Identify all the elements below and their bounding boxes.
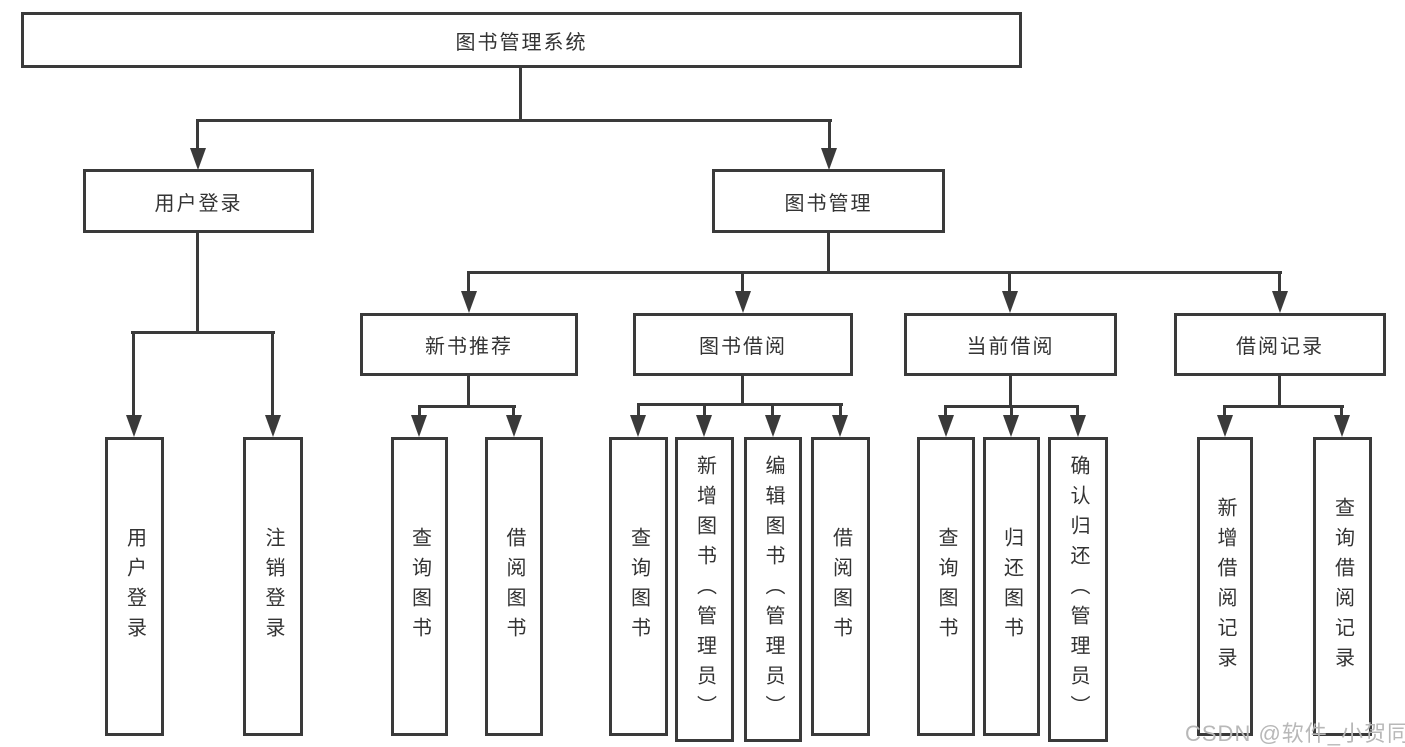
connector-arrowhead (190, 148, 206, 170)
leaf-query-books-current: 查询图书 (917, 437, 975, 736)
connector-line (271, 331, 274, 417)
leaf-return-books: 归还图书 (983, 437, 1040, 736)
connector-line (703, 403, 706, 418)
connector-line (771, 403, 774, 418)
connector-line (196, 119, 199, 152)
connector-arrowhead (696, 415, 712, 437)
connector-line (1009, 376, 1012, 408)
connector-arrowhead (765, 415, 781, 437)
leaf-label: 借阅图书 (503, 526, 525, 647)
leaf-query-books-borrow: 查询图书 (609, 437, 668, 736)
leaf-user-login: 用户登录 (105, 437, 164, 736)
connector-arrowhead (1003, 415, 1019, 437)
leaf-edit-books-admin: 编辑图书（管理员） (744, 437, 802, 742)
connector-arrowhead (265, 415, 281, 437)
node-library-management-system: 图书管理系统 (21, 12, 1022, 68)
leaf-label: 查询图书 (627, 526, 650, 647)
connector-line (467, 271, 1282, 274)
node-label: 用户登录 (154, 192, 243, 215)
node-label: 图书管理系统 (455, 31, 588, 54)
connector-line (1223, 405, 1344, 408)
node-book-management: 图书管理 (712, 169, 945, 233)
connector-arrowhead (1070, 415, 1086, 437)
node-label: 图书管理 (784, 192, 873, 215)
connector-line (839, 403, 842, 418)
connector-line (418, 405, 421, 419)
connector-arrowhead (832, 415, 848, 437)
leaf-add-books-admin: 新增图书（管理员） (675, 437, 734, 742)
watermark: CSDN @软件_小贺同学 (1185, 721, 1405, 746)
leaf-query-books-recommend: 查询图书 (391, 437, 448, 736)
connector-line (741, 271, 744, 294)
leaf-label: 新增图书（管理员） (693, 454, 716, 725)
connector-arrowhead (461, 291, 477, 313)
connector-line (131, 331, 275, 334)
connector-line (196, 233, 199, 333)
connector-line (467, 271, 470, 294)
connector-arrowhead (411, 415, 427, 437)
connector-line (637, 403, 843, 406)
connector-line (1340, 405, 1343, 419)
connector-line (1278, 271, 1281, 294)
connector-line (1278, 376, 1281, 408)
node-label: 图书借阅 (699, 336, 787, 358)
connector-line (637, 403, 640, 418)
leaf-label: 注销登录 (262, 526, 284, 647)
node-label: 当前借阅 (966, 336, 1055, 358)
connector-arrowhead (506, 415, 522, 437)
leaf-label: 查询图书 (935, 526, 957, 647)
node-book-borrowing: 图书借阅 (633, 313, 853, 376)
connector-line (512, 405, 515, 419)
connector-line (1076, 405, 1079, 419)
connector-line (828, 119, 831, 152)
connector-line (418, 405, 516, 408)
connector-arrowhead (126, 415, 142, 437)
connector-arrowhead (938, 415, 954, 437)
node-new-book-recommendation: 新书推荐 (360, 313, 578, 376)
connector-line (1008, 271, 1011, 294)
connector-arrowhead (735, 291, 751, 313)
leaf-borrow-books-borrow: 借阅图书 (811, 437, 870, 736)
connector-arrowhead (1217, 415, 1233, 437)
leaf-label: 查询图书 (408, 526, 431, 647)
leaf-confirm-return-admin: 确认归还（管理员） (1048, 437, 1108, 742)
leaf-query-borrow-record: 查询借阅记录 (1313, 437, 1372, 736)
node-borrowing-records: 借阅记录 (1174, 313, 1386, 376)
leaf-label: 用户登录 (123, 526, 146, 647)
leaf-label: 编辑图书（管理员） (762, 454, 784, 725)
connector-line (827, 233, 830, 274)
connector-arrowhead (1334, 415, 1350, 437)
connector-line (1010, 405, 1013, 419)
leaf-label: 借阅图书 (829, 526, 852, 647)
leaf-label: 查询借阅记录 (1331, 496, 1354, 677)
leaf-add-borrow-record: 新增借阅记录 (1197, 437, 1253, 736)
connector-line (519, 66, 522, 122)
connector-line (1223, 405, 1226, 419)
connector-arrowhead (630, 415, 646, 437)
connector-arrowhead (821, 148, 837, 170)
leaf-borrow-books-recommend: 借阅图书 (485, 437, 543, 736)
connector-line (944, 405, 947, 419)
leaf-label: 归还图书 (1000, 526, 1023, 647)
leaf-label: 新增借阅记录 (1214, 496, 1236, 677)
connector-arrowhead (1002, 291, 1018, 313)
connector-line (132, 331, 135, 417)
leaf-label: 确认归还（管理员） (1067, 454, 1089, 725)
node-user-login: 用户登录 (83, 169, 314, 233)
connector-line (467, 376, 470, 408)
node-label: 借阅记录 (1236, 336, 1324, 358)
connector-line (741, 376, 744, 406)
connector-line (196, 119, 832, 122)
connector-arrowhead (1272, 291, 1288, 313)
node-label: 新书推荐 (425, 336, 513, 358)
leaf-logout: 注销登录 (243, 437, 303, 736)
node-current-borrowing: 当前借阅 (904, 313, 1117, 376)
